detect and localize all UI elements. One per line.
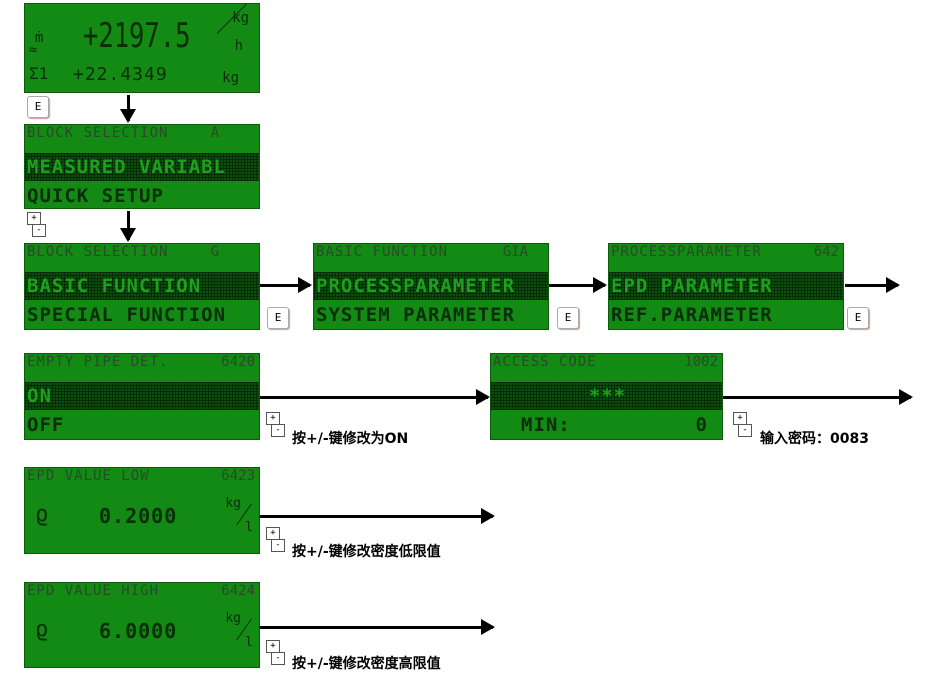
epd-value-high-6424: EPD VALUE HIGH 6424 ϱ 6.0000 kg l: [24, 582, 260, 668]
min-label: MIN:: [521, 414, 571, 436]
enter-key[interactable]: E: [557, 307, 579, 329]
plus-minus-key[interactable]: +-: [266, 412, 286, 437]
total-unit: kg: [222, 70, 239, 86]
density-icon: ϱ: [35, 617, 49, 642]
instruction-note: 按+/-键修改为ON: [292, 431, 409, 447]
block-selection-g: BLOCK SELECTION G BASIC FUNCTION SPECIAL…: [24, 243, 260, 330]
arrow-right: [260, 277, 312, 293]
selected-item[interactable]: BASIC FUNCTION: [25, 272, 259, 300]
arrow-down: [120, 211, 136, 242]
plus-minus-key[interactable]: +-: [266, 527, 286, 552]
access-code-input[interactable]: ***: [491, 382, 722, 410]
unit-bottom: l: [245, 520, 253, 535]
menu-item[interactable]: SYSTEM PARAMETER: [316, 304, 516, 326]
total-value: +22.4349: [73, 64, 168, 85]
lcd-title: EMPTY PIPE DET.: [27, 354, 169, 370]
plus-minus-key[interactable]: +-: [266, 640, 286, 665]
epd-value[interactable]: 0.2000: [99, 504, 178, 528]
instruction-note: 按+/-键修改密度高限值: [292, 656, 441, 672]
min-value: 0: [695, 414, 708, 436]
lcd-title: PROCESSPARAMETER: [611, 244, 762, 260]
lcd-title: ACCESS CODE: [493, 354, 597, 370]
lcd-code: A: [210, 125, 219, 141]
lcd-code: G: [210, 244, 219, 260]
menu-item[interactable]: REF.PARAMETER: [611, 304, 773, 326]
arrow-down: [120, 95, 136, 123]
menu-item[interactable]: SPECIAL FUNCTION: [27, 304, 227, 326]
arrow-right: [845, 277, 900, 293]
main-display: ṁ ≈ +2197.5 kg h Σ1 +22.4349 kg: [24, 3, 260, 93]
plus-minus-key[interactable]: +-: [27, 212, 47, 237]
selected-item[interactable]: PROCESSPARAMETER: [314, 272, 548, 300]
flow-wave-icon: ≈: [29, 42, 38, 58]
lcd-code: GIA: [502, 244, 528, 260]
lcd-code: 6423: [221, 468, 255, 484]
arrow-right: [260, 619, 495, 635]
access-code-1002: ACCESS CODE 1002 *** MIN: 0: [490, 353, 723, 440]
arrow-right: [260, 508, 495, 524]
total-icon: Σ1: [29, 64, 49, 83]
epd-value[interactable]: 6.0000: [99, 619, 178, 643]
epd-value-low-6423: EPD VALUE LOW 6423 ϱ 0.2000 kg l: [24, 467, 260, 554]
selected-item[interactable]: ON: [25, 382, 259, 410]
menu-item[interactable]: OFF: [27, 414, 65, 436]
lcd-title: EPD VALUE LOW: [27, 468, 150, 484]
lcd-code: 1002: [684, 354, 718, 370]
empty-pipe-det-6420: EMPTY PIPE DET. 6420 ON OFF: [24, 353, 260, 440]
unit-top: kg: [225, 496, 241, 511]
lcd-title: EPD VALUE HIGH: [27, 583, 160, 599]
processparameter-642: PROCESSPARAMETER 642 EPD PARAMETER REF.P…: [608, 243, 844, 330]
unit-bottom: l: [245, 635, 253, 650]
selected-item[interactable]: EPD PARAMETER: [609, 272, 843, 300]
instruction-note: 输入密码：0083: [760, 431, 869, 447]
block-selection-a: BLOCK SELECTION A MEASURED VARIABL QUICK…: [24, 124, 260, 209]
flow-unit-top: kg: [232, 10, 249, 26]
flow-value: +2197.5: [83, 16, 191, 56]
selected-item[interactable]: MEASURED VARIABL: [25, 153, 259, 181]
menu-item[interactable]: QUICK SETUP: [27, 185, 164, 207]
enter-key[interactable]: E: [847, 307, 869, 329]
unit-top: kg: [225, 611, 241, 626]
plus-minus-key[interactable]: +-: [733, 412, 753, 437]
lcd-code: 6420: [221, 354, 255, 370]
flow-unit-bottom: h: [234, 38, 243, 54]
lcd-code: 6424: [221, 583, 255, 599]
arrow-right: [723, 389, 913, 405]
lcd-title: BLOCK SELECTION: [27, 244, 169, 260]
enter-key[interactable]: E: [27, 96, 49, 118]
enter-key[interactable]: E: [267, 307, 289, 329]
lcd-code: 642: [813, 244, 839, 260]
basic-function-gia: BASIC FUNCTION GIA PROCESSPARAMETER SYST…: [313, 243, 549, 330]
arrow-right: [260, 389, 490, 405]
flow-icon: ṁ: [35, 30, 44, 46]
density-icon: ϱ: [35, 502, 49, 527]
lcd-title: BLOCK SELECTION: [27, 125, 169, 141]
arrow-right: [549, 277, 607, 293]
instruction-note: 按+/-键修改密度低限值: [292, 544, 441, 560]
lcd-title: BASIC FUNCTION: [316, 244, 449, 260]
